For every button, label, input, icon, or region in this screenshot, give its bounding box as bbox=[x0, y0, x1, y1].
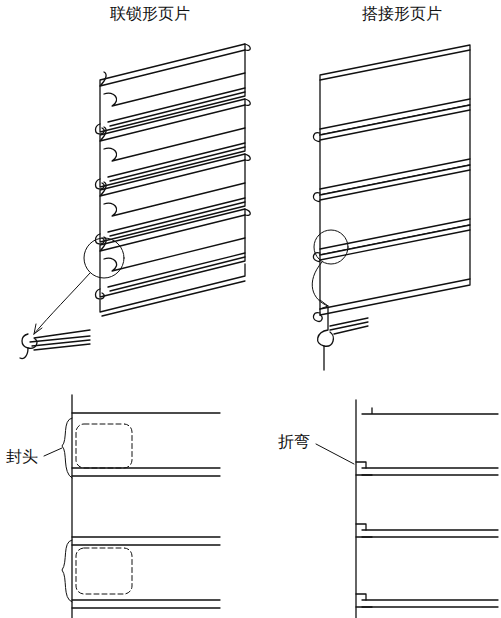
part-label: 封头 bbox=[6, 447, 38, 467]
figure-heading: 联锁形页片 bbox=[110, 4, 190, 24]
part-label: 折弯 bbox=[278, 432, 310, 452]
figure-heading: 搭接形页片 bbox=[362, 4, 442, 24]
